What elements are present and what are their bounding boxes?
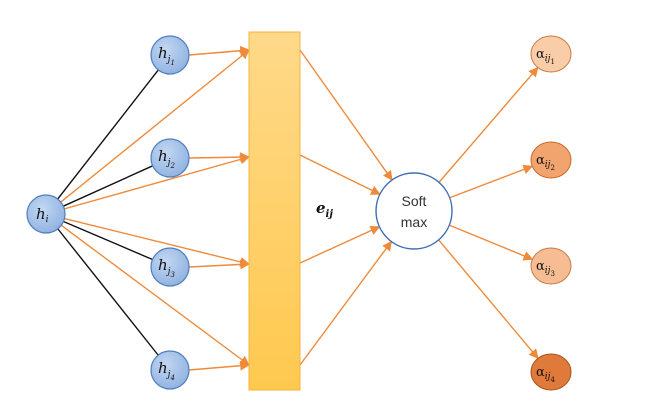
hidden-node-circle: [150, 247, 190, 287]
softmax-circle: [375, 172, 453, 250]
source-to-hidden-edges: [57, 69, 159, 356]
layer-softmax-arrow-2: [299, 154, 381, 195]
softmax-output-arrow-2: [449, 164, 534, 199]
hidden-node-2: hj2: [150, 138, 190, 178]
hidden-node-3: hj3: [150, 247, 190, 287]
hidden-layer-arrow-4: [188, 360, 250, 371]
scoring-layer: [248, 31, 301, 391]
source-node-label: hi: [36, 205, 49, 225]
output-node-label: αij4: [536, 365, 555, 384]
output-node-circle: [530, 35, 572, 73]
source-hidden-edge-4: [57, 228, 159, 356]
hidden-layer-arrow-2: [188, 152, 250, 163]
orange-arrow-edges: [60, 45, 539, 371]
hidden-node-circle: [150, 138, 190, 178]
hidden-node-label: hj3: [158, 256, 175, 279]
source-layer-arrow-3: [64, 217, 250, 267]
layer-softmax-arrow-4: [299, 240, 392, 366]
output-node-4: αij4: [530, 353, 572, 391]
layer-softmax-arrow-3: [299, 225, 381, 264]
hidden-state-nodes: hj1 hj2 hj3 hj4: [150, 35, 190, 390]
output-node-2: αij2: [530, 141, 572, 179]
source-hidden-edge-1: [57, 69, 159, 200]
output-node-circle: [530, 353, 572, 391]
softmax-node: Soft max: [375, 172, 453, 250]
source-layer-arrow-1: [60, 49, 250, 203]
source-layer-arrow-4: [60, 224, 250, 366]
output-node-label: αij3: [536, 259, 555, 278]
hidden-node-label: hj4: [158, 359, 175, 382]
softmax-label-line2: max: [401, 214, 427, 230]
hidden-node-label: hj1: [158, 44, 175, 67]
hidden-node-1: hj1: [150, 35, 190, 75]
hidden-node-label: hj2: [158, 147, 175, 170]
softmax-output-arrow-4: [438, 239, 539, 360]
output-node-1: αij1: [530, 35, 572, 73]
hidden-layer-arrow-3: [188, 259, 250, 270]
output-node-circle: [530, 141, 572, 179]
source-node-circle: [26, 194, 66, 234]
output-node-3: αij3: [530, 247, 572, 285]
hidden-layer-arrow-1: [188, 45, 250, 56]
output-node-circle: [530, 247, 572, 285]
output-node-label: αij1: [536, 47, 555, 66]
energy-label: eij: [316, 199, 333, 220]
source-node: hi: [26, 194, 66, 234]
attention-weight-nodes: αij1 αij2 αij3 αij4: [530, 35, 572, 391]
layer-softmax-arrow-1: [299, 49, 393, 181]
source-layer-arrow-2: [64, 154, 250, 210]
source-hidden-edge-3: [63, 220, 153, 261]
softmax-label-line1: Soft: [402, 193, 427, 209]
softmax-output-arrow-1: [438, 66, 539, 183]
source-hidden-edge-2: [63, 165, 153, 207]
hidden-node-circle: [150, 35, 190, 75]
hidden-node-4: hj4: [150, 350, 190, 390]
hidden-node-circle: [150, 350, 190, 390]
softmax-output-arrow-3: [448, 224, 534, 261]
output-node-label: αij2: [536, 153, 555, 172]
